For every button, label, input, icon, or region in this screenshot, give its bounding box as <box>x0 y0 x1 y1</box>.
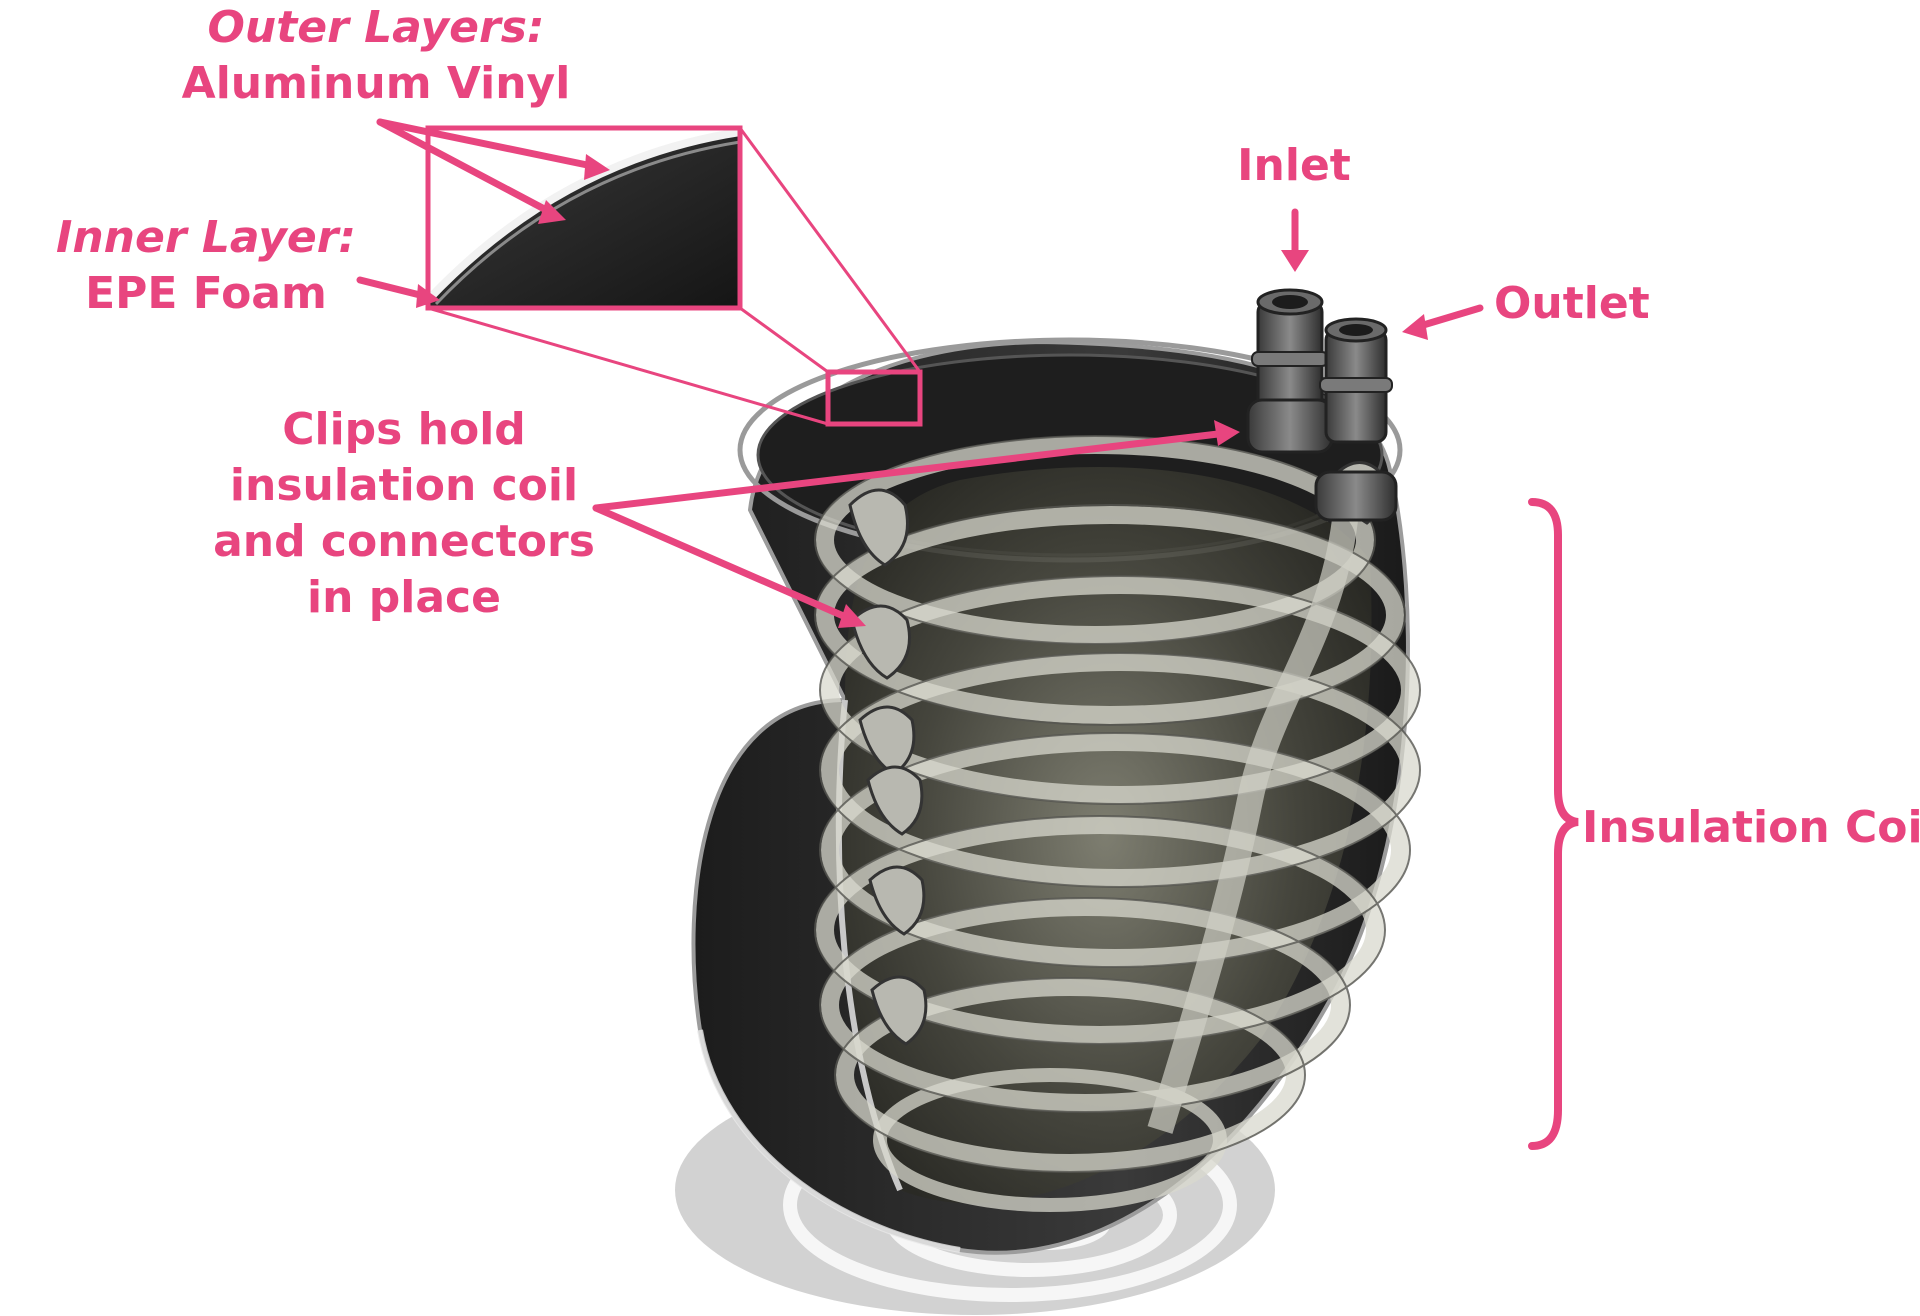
layer-zoom-source-box <box>825 369 923 427</box>
outer-layers-title: Outer Layers: <box>207 2 544 53</box>
clips-label-line4: in place <box>307 572 501 623</box>
inner-layer-title: Inner Layer: <box>56 212 356 263</box>
return-pipe <box>1147 518 1358 1134</box>
insulation-coil-brace <box>1528 498 1579 1150</box>
outlet-label: Outlet <box>1494 278 1650 329</box>
zoom-connector-lines <box>427 127 922 426</box>
annotation-arrows <box>356 118 1484 628</box>
insulation-coil-edges <box>814 435 1421 1173</box>
inlet-label: Inlet <box>1237 140 1351 191</box>
clips-label-line2: insulation coil <box>230 460 578 511</box>
outlet-connector <box>1314 317 1398 522</box>
outer-layers-material: Aluminum Vinyl <box>182 58 571 109</box>
clips-label-line1: Clips hold <box>282 404 526 455</box>
inlet-connector <box>1246 288 1334 454</box>
layer-zoom-callout <box>425 125 743 311</box>
coil-clips <box>848 461 1386 1046</box>
insulation-coil <box>816 436 1419 1212</box>
insulation-coil-label: Insulation Coil <box>1582 802 1920 853</box>
clips-label-line3: and connectors <box>213 516 595 567</box>
inner-layer-material: EPE Foam <box>85 268 327 319</box>
